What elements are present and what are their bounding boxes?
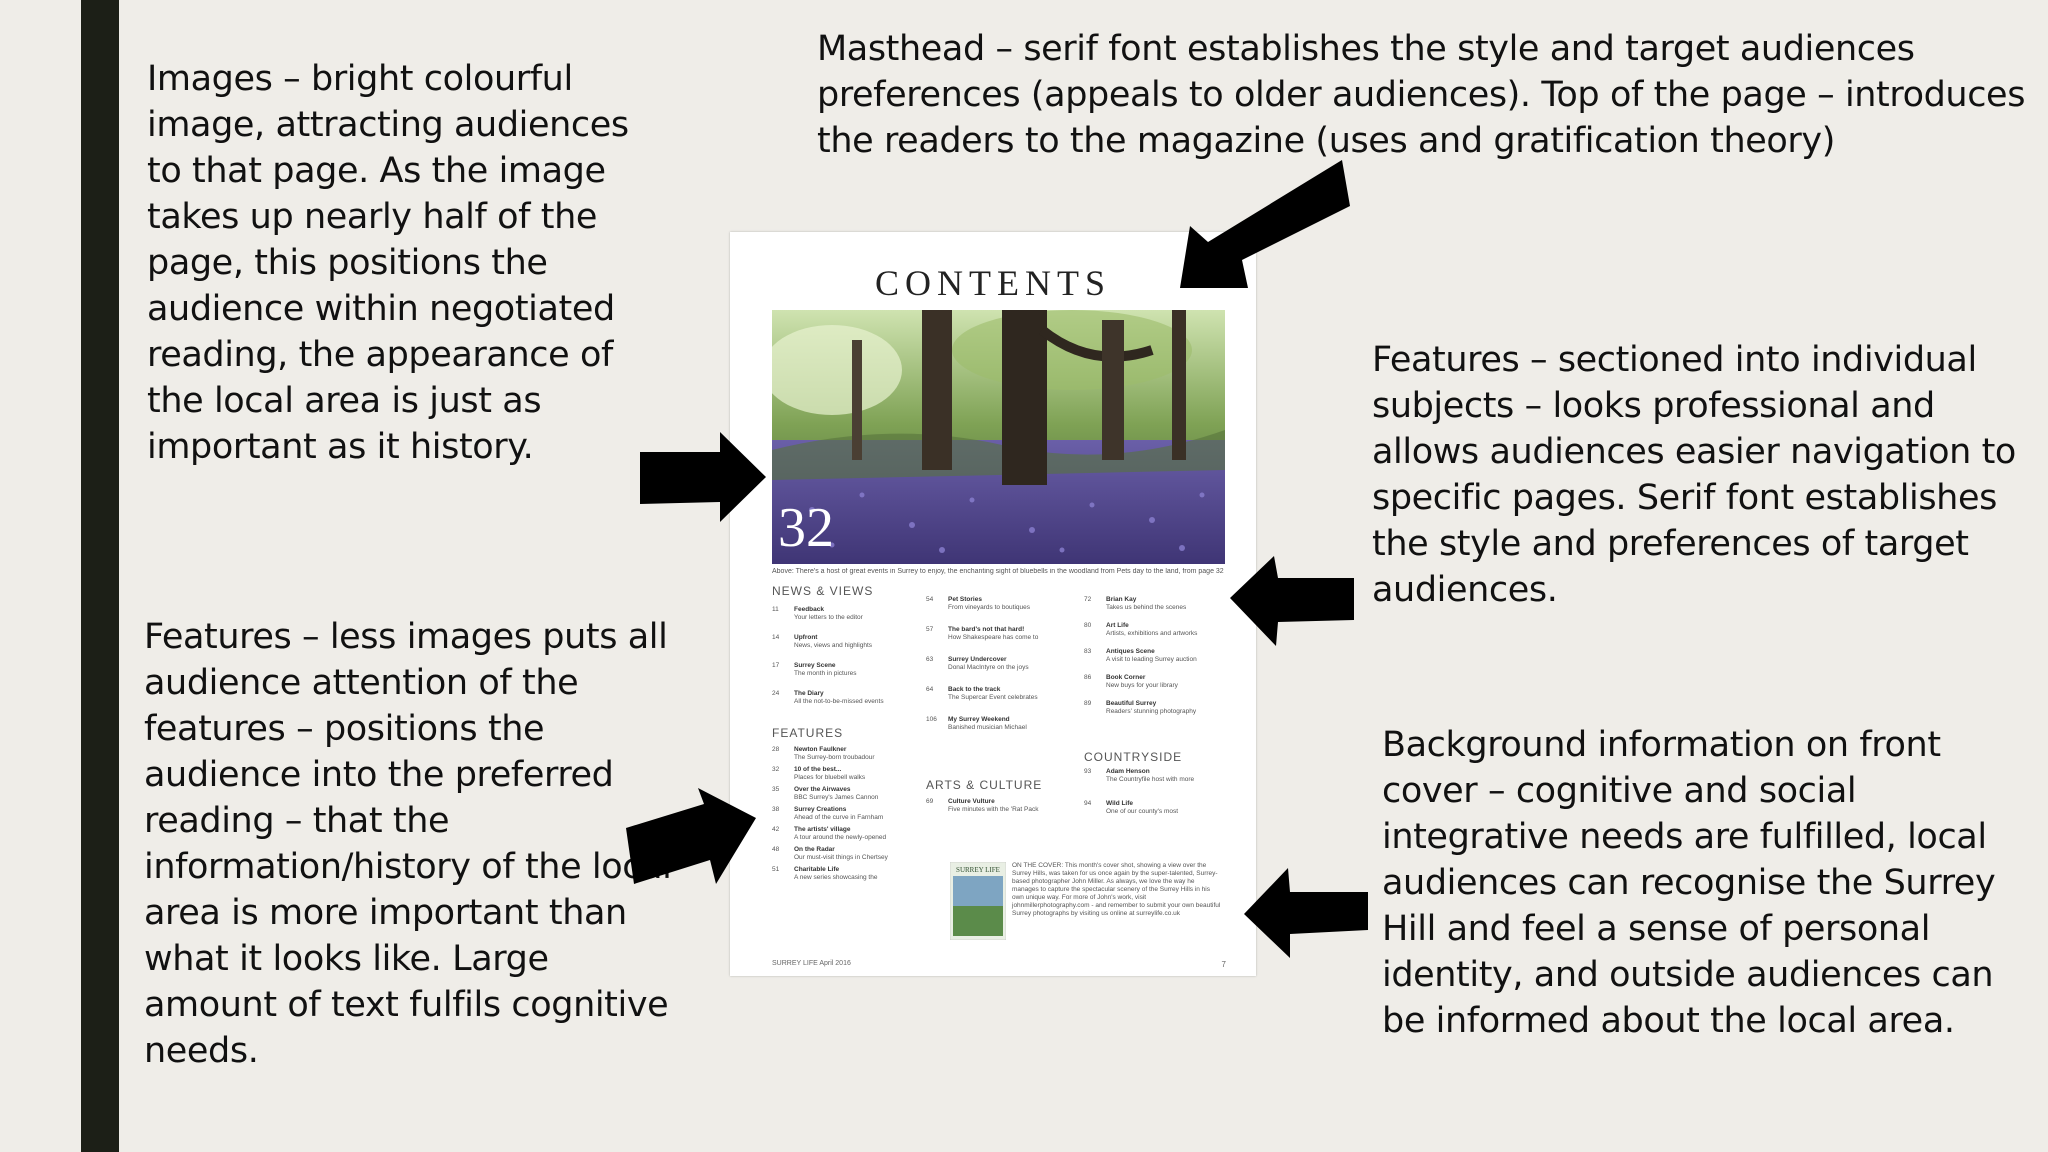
entry-title: My Surrey Weekend	[948, 716, 1010, 723]
entry-title: Charitable Life	[794, 866, 840, 873]
entry-desc: A tour around the newly-opened	[794, 834, 887, 841]
entry-page: 63	[926, 656, 934, 663]
entry-page: 94	[1084, 800, 1092, 807]
entry-desc: Banished musician Michael	[948, 724, 1027, 731]
entry-page: 51	[772, 866, 780, 873]
entry-page: 42	[772, 826, 780, 833]
entry-desc: How Shakespeare has come to	[948, 634, 1039, 641]
photo-page-number: 32	[778, 497, 834, 559]
entry-page: 69	[926, 798, 934, 805]
entry-page: 106	[926, 716, 937, 723]
note-images: Images – bright colourful image, attract…	[147, 59, 629, 467]
entry-title: The Diary	[794, 690, 824, 697]
magazine-contents-page: CONTENTS 32 A	[730, 232, 1256, 976]
entry-title: Beautiful Surrey	[1106, 700, 1157, 707]
cover-description: ON THE COVER: This month's cover shot, s…	[1012, 862, 1221, 917]
entry-title: Feedback	[794, 606, 824, 613]
magazine-footer: SURREY LIFE April 2016	[772, 960, 851, 967]
entry-page: 86	[1084, 674, 1092, 681]
left-accent-bar	[81, 0, 119, 1152]
arrow-features-right-icon	[1230, 556, 1354, 646]
entry-title: Wild Life	[1106, 800, 1134, 807]
entry-page: 38	[772, 806, 780, 813]
entry-title: Culture Vulture	[948, 798, 995, 805]
entry-desc: Places for bluebell walks	[794, 774, 866, 781]
entry-desc: All the not-to-be-missed events	[794, 698, 884, 705]
entry-page: 48	[772, 846, 780, 853]
entry-desc: One of our county's most	[1106, 808, 1179, 815]
note-features-right: Features – sectioned into individual sub…	[1372, 340, 2016, 610]
cover-thumbnail: SURREY LIFE	[950, 862, 1006, 940]
entry-title: Book Corner	[1106, 674, 1146, 681]
arrow-images-icon	[640, 432, 766, 522]
magazine-masthead: CONTENTS	[875, 263, 1111, 303]
entry-page: 14	[772, 634, 780, 641]
entry-page: 72	[1084, 596, 1092, 603]
entry-desc: BBC Surrey's James Cannon	[794, 794, 879, 801]
entry-desc: A visit to leading Surrey auction	[1106, 656, 1197, 663]
entry-title: Newton Faulkner	[794, 746, 847, 753]
entry-page: 35	[772, 786, 780, 793]
entry-page: 64	[926, 686, 934, 693]
note-features-left: Features – less images puts all audience…	[144, 617, 672, 1071]
entry-desc: Ahead of the curve in Farnham	[794, 814, 884, 821]
entry-desc: Takes us behind the scenes	[1106, 604, 1187, 611]
entry-desc: Five minutes with the 'Rat Pack	[948, 806, 1039, 813]
entry-desc: The Surrey-born troubadour	[794, 754, 875, 761]
entry-page: 17	[772, 662, 780, 669]
entry-desc: Donal MacIntyre on the joys	[948, 664, 1029, 671]
section-countryside: COUNTRYSIDE	[1084, 750, 1183, 764]
entry-title: Over the Airwaves	[794, 786, 851, 793]
note-masthead: Masthead – serif font establishes the st…	[817, 29, 2026, 161]
bluebell-woodland-photo	[772, 310, 1225, 564]
entry-title: Art Life	[1106, 622, 1129, 629]
entry-page: 57	[926, 626, 934, 633]
entry-page: 11	[772, 606, 779, 613]
entry-desc: Our must-visit things in Chertsey	[794, 854, 888, 861]
section-arts-culture: ARTS & CULTURE	[926, 778, 1043, 792]
arrow-background-icon	[1244, 868, 1368, 958]
entry-title: Pet Stories	[948, 596, 982, 603]
cover-thumb-label: SURREY LIFE	[956, 866, 1000, 874]
entry-page: 24	[772, 690, 780, 697]
arrow-masthead-icon	[1180, 160, 1350, 288]
entry-page: 32	[772, 766, 780, 773]
entry-desc: A new series showcasing the	[794, 874, 878, 881]
arrow-features-left-icon	[626, 788, 756, 884]
section-news-views: NEWS & VIEWS	[772, 584, 874, 598]
entry-page: 89	[1084, 700, 1092, 707]
entry-title: Adam Henson	[1106, 768, 1150, 775]
entry-title: Antiques Scene	[1106, 648, 1155, 655]
entry-title: Back to the track	[948, 686, 1001, 693]
entry-desc: Your letters to the editor	[794, 614, 863, 621]
section-features: FEATURES	[772, 726, 844, 740]
photo-caption: Above: There's a host of great events in…	[772, 568, 1224, 575]
entry-title: Brian Kay	[1106, 596, 1137, 603]
entry-title: Surrey Scene	[794, 662, 836, 669]
entry-title: 10 of the best...	[794, 766, 842, 773]
entry-title: On the Radar	[794, 846, 835, 853]
entry-desc: The month in pictures	[794, 670, 857, 677]
entry-desc: From vineyards to boutiques	[948, 604, 1031, 611]
entry-title: Upfront	[794, 634, 818, 641]
entry-page: 93	[1084, 768, 1092, 775]
entry-page: 28	[772, 746, 780, 753]
entry-title: Surrey Undercover	[948, 656, 1007, 663]
entry-page: 83	[1084, 648, 1092, 655]
entry-page: 54	[926, 596, 934, 603]
entry-desc: New buys for your library	[1106, 682, 1178, 689]
entry-desc: Artists, exhibitions and artworks	[1106, 630, 1198, 637]
entry-title: The bard's not that hard!	[948, 626, 1025, 633]
entry-desc: News, views and highlights	[794, 642, 873, 649]
magazine-folio: 7	[1221, 960, 1226, 969]
entry-desc: The Supercar Event celebrates	[948, 694, 1038, 701]
note-background: Background information on front cover – …	[1382, 725, 1996, 1041]
entry-desc: The Countryfile host with more	[1106, 776, 1195, 783]
entry-title: The artists' village	[794, 826, 851, 833]
entry-desc: Readers' stunning photography	[1106, 708, 1197, 715]
entry-title: Surrey Creations	[794, 806, 847, 813]
entry-page: 80	[1084, 622, 1092, 629]
